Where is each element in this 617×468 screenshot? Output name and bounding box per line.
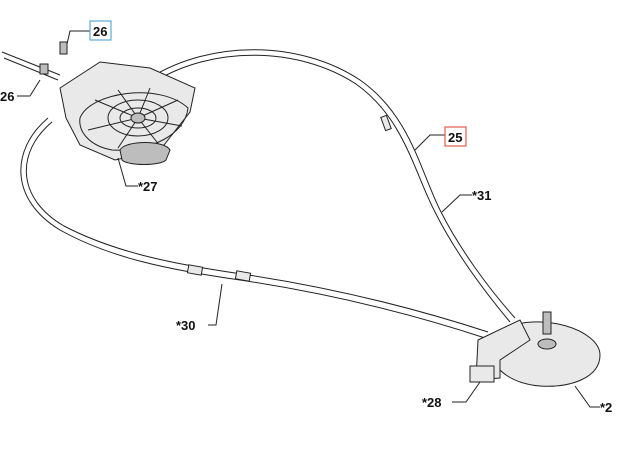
upper-cable-guide-assembly	[1, 41, 196, 165]
leader-26-left	[17, 79, 41, 97]
pulley	[119, 142, 171, 165]
callout-26-box	[89, 20, 112, 41]
nut	[537, 338, 557, 350]
leader-2	[574, 385, 600, 408]
hub	[130, 112, 146, 124]
leader-31	[441, 194, 472, 213]
bracket-tab	[469, 365, 495, 383]
callout-2: *2	[600, 400, 612, 415]
callout-26-left: 26	[0, 89, 14, 104]
callout-25: 25	[448, 130, 462, 145]
callout-27: *27	[138, 179, 158, 194]
shaft-edge	[3, 57, 59, 81]
lower-cable-guide-assembly	[469, 311, 601, 387]
housing-plate	[59, 61, 196, 161]
cable-30-sleeve-a	[186, 264, 204, 276]
cable-31-inner	[153, 54, 511, 323]
shaft	[1, 51, 61, 76]
leader-26-boxed	[66, 30, 90, 45]
leader-27	[117, 157, 138, 187]
cable-31-outer	[149, 49, 516, 319]
fastener	[39, 63, 49, 75]
leader-30	[208, 283, 223, 326]
cable-30-sleeve-b	[234, 270, 252, 282]
stud	[542, 311, 552, 335]
callout-31: *31	[472, 188, 492, 203]
callout-30: *30	[176, 318, 196, 333]
callout-26-boxed: 26	[93, 24, 107, 39]
callout-25-box	[444, 126, 467, 147]
callout-28: *28	[422, 395, 442, 410]
leader-25	[414, 134, 445, 151]
cable-31-ferrule	[380, 114, 392, 132]
bolt-26	[59, 41, 68, 55]
guide-disc	[79, 92, 189, 151]
leader-28	[452, 381, 481, 403]
cable-30-outer	[20, 117, 486, 339]
cable-30-inner	[25, 121, 489, 333]
